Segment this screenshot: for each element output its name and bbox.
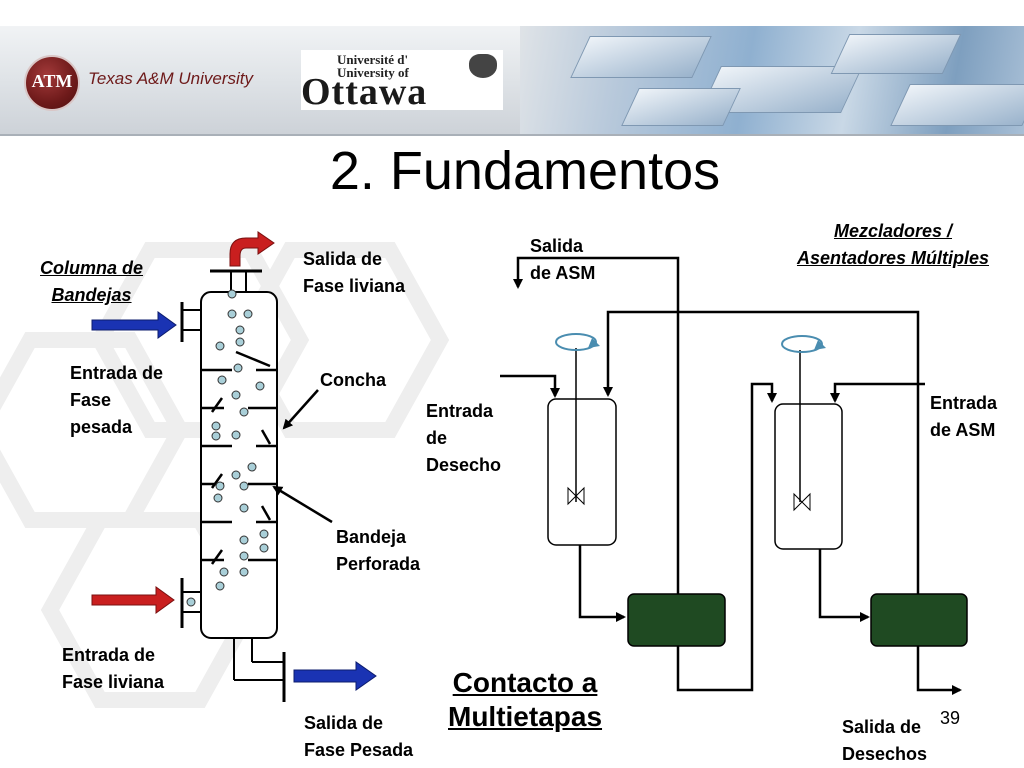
light-phase-inlet-arrow xyxy=(91,586,175,614)
shell-label: Concha xyxy=(320,370,387,390)
light-phase-inlet-label: Entrada de Fase liviana xyxy=(62,642,164,696)
light-inlet-line1: Entrada de xyxy=(62,645,156,665)
tray-label: Bandeja Perforada xyxy=(336,524,420,578)
column-caption: Columna de Bandejas xyxy=(40,255,143,309)
settler-1 xyxy=(627,593,726,647)
heavy-outlet-line1: Salida de xyxy=(304,713,384,733)
light-phase-outlet-arrow xyxy=(229,231,275,267)
light-inlet-line2: Fase liviana xyxy=(62,672,165,692)
tray-column xyxy=(180,269,286,702)
heavy-inlet-line1: Entrada de xyxy=(70,363,164,383)
waste-inlet-line1: Entrada xyxy=(426,401,494,421)
mixer-settlers xyxy=(500,256,968,695)
waste-outlet-label: Salida de Desechos xyxy=(842,714,927,768)
heavy-outlet-line2: Fase Pesada xyxy=(304,740,414,760)
mixer-caption-line1: Mezcladores / xyxy=(833,221,953,241)
asm-outlet-line1: Salida xyxy=(530,236,584,256)
waste-outlet-line1: Salida de xyxy=(842,717,922,737)
waste-inlet-line3: Desecho xyxy=(426,455,502,475)
heavy-inlet-line2: Fase xyxy=(70,390,112,410)
heavy-phase-inlet-arrow xyxy=(91,311,177,339)
waste-inlet-line2: de xyxy=(426,428,448,448)
heavy-inlet-line3: pesada xyxy=(70,417,133,437)
heavy-phase-outlet-arrow xyxy=(293,661,377,691)
ottawa-line1: Université d' xyxy=(337,52,409,67)
page-title: 2. Fundamentos xyxy=(329,141,721,201)
ottawa-main: Ottawa xyxy=(301,71,428,113)
light-outlet-line2: Fase liviana xyxy=(303,276,406,296)
column-bubbles xyxy=(186,289,269,607)
ottawa-crest-icon xyxy=(469,54,497,78)
ottawa-logo: Université d' University of Ottawa xyxy=(301,50,503,113)
rotation-icon-2 xyxy=(814,340,826,350)
heavy-phase-outlet-label: Salida de Fase Pesada xyxy=(304,710,413,764)
waste-outlet-line2: Desechos xyxy=(842,744,928,764)
light-outlet-line1: Salida de xyxy=(303,249,383,269)
tray-pointer xyxy=(272,485,333,524)
tamu-name: Texas A&M University xyxy=(88,69,254,88)
shell-pointer xyxy=(282,389,319,430)
ottawa-line2: University of xyxy=(337,65,409,80)
settler-2 xyxy=(870,593,968,647)
mixer-1 xyxy=(547,398,617,546)
asm-outlet-label: Salida de ASM xyxy=(530,233,595,287)
mixer-2 xyxy=(774,403,843,550)
mixer-caption-line2: Asentadores Múltiples xyxy=(796,248,990,268)
contact-label-line2: Multietapas xyxy=(448,701,603,732)
contact-label: Contacto a Multietapas xyxy=(448,666,602,734)
column-caption-line2: Bandejas xyxy=(51,285,132,305)
light-phase-outlet-label: Salida de Fase liviana xyxy=(303,246,405,300)
asm-inlet-label: Entrada de ASM xyxy=(930,390,997,444)
column-caption-line1: Columna de xyxy=(40,258,144,278)
asm-inlet-line2: de ASM xyxy=(930,420,996,440)
asm-outlet-line2: de ASM xyxy=(530,263,596,283)
tamu-logo-text: ATM xyxy=(31,71,73,91)
page-number: 39 xyxy=(940,708,961,728)
tray-label-line2: Perforada xyxy=(336,554,421,574)
tray-label-line1: Bandeja xyxy=(336,527,407,547)
tamu-logo: ATM xyxy=(24,55,80,111)
rotation-icon-1 xyxy=(588,338,600,348)
waste-inlet-label: Entrada de Desecho xyxy=(426,398,501,479)
asm-inlet-line1: Entrada xyxy=(930,393,998,413)
mixer-caption: Mezcladores / Asentadores Múltiples xyxy=(770,218,1016,272)
heavy-phase-inlet-label: Entrada de Fase pesada xyxy=(70,360,163,441)
header-photo xyxy=(520,26,1024,134)
contact-label-line1: Contacto a xyxy=(452,667,598,698)
